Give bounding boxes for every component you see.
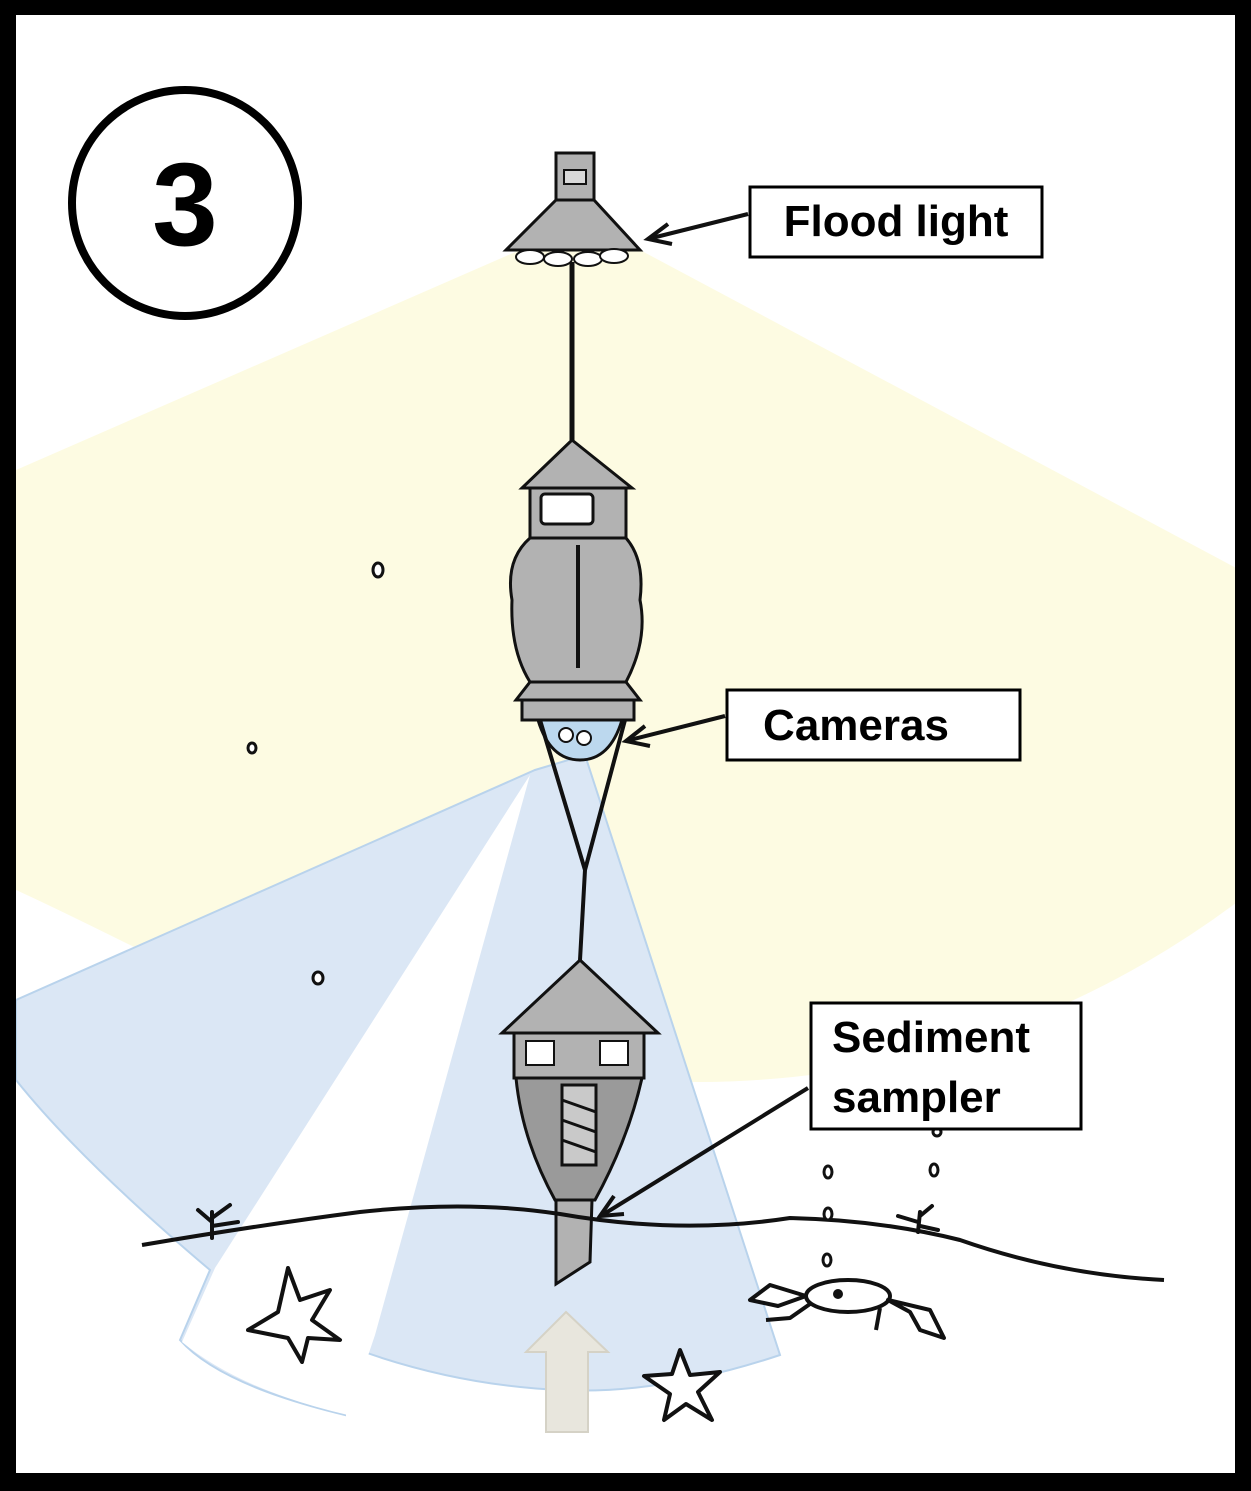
sampler-window: [525, 1040, 555, 1066]
flood-light-label-box: [748, 185, 1044, 259]
cameras-arrowhead: [621, 724, 651, 748]
lamp-bulb: [599, 248, 629, 264]
camera-housing-window: [539, 492, 595, 526]
step-badge-circle: [68, 86, 302, 320]
seafloor-line: [141, 1204, 1165, 1282]
bubble-icon: [822, 1206, 834, 1222]
sediment-sampler-callout: Sediment sampler: [595, 1001, 1083, 1219]
flood-light-window: [563, 169, 587, 185]
cameras-label-box: [725, 688, 1022, 762]
camera-housing-base: [512, 680, 644, 702]
camera-lens: [558, 727, 574, 743]
camera-view-gap: [182, 775, 530, 1415]
cameras-callout: Cameras: [621, 688, 1022, 762]
starfish-icon: [246, 1266, 342, 1364]
bubble-icon: [822, 1164, 834, 1180]
sediment-sampler-pointer: [602, 1086, 810, 1216]
bubble-icon: [246, 741, 258, 755]
flood-light: [502, 151, 644, 267]
step-number: 3: [152, 139, 218, 271]
coral-sprig-icon: [896, 1204, 940, 1234]
sediment-sampler-arrowhead: [595, 1194, 625, 1219]
bubble-icon: [371, 561, 385, 579]
flood-light-arrowhead: [643, 222, 673, 246]
camera-lens: [576, 730, 592, 746]
tether-bridle: [538, 719, 627, 961]
lobster-icon: [748, 1278, 946, 1340]
flood-light-shade: [502, 198, 644, 252]
bubble-icon: [928, 1162, 940, 1178]
sampler-core-tube: [554, 1198, 594, 1287]
flood-light-callout: Flood light: [643, 185, 1044, 259]
coral-sprig-icon: [196, 1203, 240, 1240]
sampler-auger: [560, 1083, 598, 1167]
camera-housing-ring: [520, 698, 636, 722]
bubbles: [246, 561, 943, 1268]
cameras-label: Cameras: [763, 701, 949, 750]
flood-light-pointer: [651, 212, 749, 240]
cameras-pointer: [629, 714, 726, 742]
starfish-icon: [642, 1348, 722, 1422]
bubble-icon: [311, 970, 325, 986]
camera-housing: [508, 438, 644, 762]
flood-light-label: Flood light: [784, 197, 1009, 246]
bubble-icon: [821, 1252, 833, 1268]
sampler-window: [599, 1040, 629, 1066]
lamp-bulb: [573, 251, 603, 267]
sediment-sampler-label-box: [809, 1001, 1083, 1131]
upward-arrow-icon: [523, 1310, 611, 1433]
step-badge: 3: [68, 86, 302, 320]
sediment-sampler-label-line1: Sediment: [832, 1013, 1030, 1062]
lamp-bulb: [543, 251, 573, 267]
sediment-sampler-label-line2: sampler: [832, 1073, 1001, 1122]
sediment-sampler: [498, 957, 662, 1287]
lamp-bulb: [515, 249, 545, 265]
